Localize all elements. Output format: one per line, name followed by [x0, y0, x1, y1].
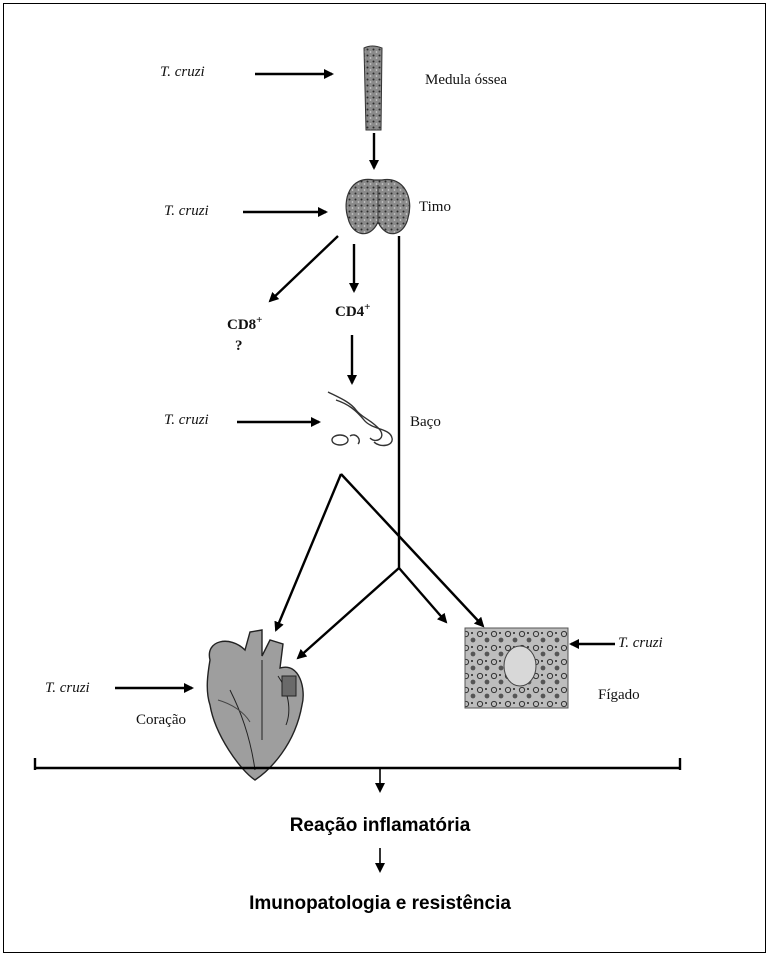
label-imunopatologia: Imunopatologia e resistência — [140, 893, 620, 915]
label-timo: Timo — [419, 199, 451, 216]
label-cd4-sup: + — [364, 301, 370, 313]
thymus-image — [346, 179, 410, 233]
label-medula: Medula óssea — [425, 72, 507, 89]
arrow-branch-coracao — [298, 568, 399, 658]
spleen-image — [328, 392, 392, 445]
label-tcruzi-3: T. cruzi — [164, 412, 209, 429]
bone-marrow-image — [364, 46, 382, 130]
arrow-branch-figado — [399, 568, 446, 622]
label-cd8-sup: + — [256, 314, 262, 326]
label-tcruzi-2: T. cruzi — [164, 203, 209, 220]
arrow-baco-coracao — [276, 474, 341, 630]
liver-image — [465, 628, 568, 708]
arrow-baco-figado — [341, 474, 483, 626]
label-cd4-text: CD4 — [335, 304, 364, 320]
label-tcruzi-4: T. cruzi — [45, 680, 90, 697]
label-reacao: Reação inflamatória — [180, 815, 580, 837]
label-coracao: Coração — [136, 712, 186, 729]
bottom-bracket — [35, 758, 680, 770]
label-cd8-question: ? — [235, 338, 243, 355]
arrow-timo-cd8 — [270, 236, 338, 301]
heart-image — [207, 630, 303, 780]
label-tcruzi-1: T. cruzi — [160, 64, 205, 81]
label-cd8: CD8+ — [227, 314, 262, 334]
label-baco: Baço — [410, 414, 441, 431]
label-cd4: CD4+ — [335, 301, 370, 321]
label-figado: Fígado — [598, 687, 640, 704]
label-cd8-text: CD8 — [227, 317, 256, 333]
label-tcruzi-5: T. cruzi — [618, 635, 663, 652]
